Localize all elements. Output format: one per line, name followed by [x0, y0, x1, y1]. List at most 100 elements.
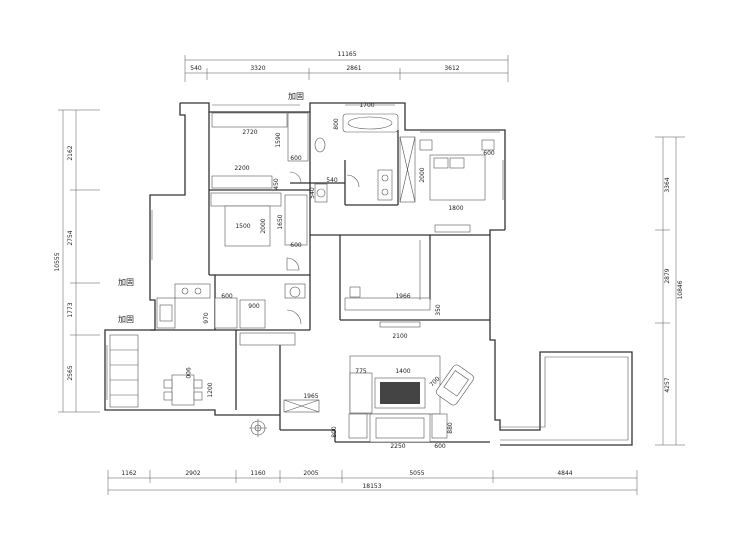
left-dim-1: 2162: [67, 145, 74, 160]
dim-900: 900: [248, 303, 260, 310]
dim-600-d: 600: [434, 443, 446, 450]
entry-plant: [249, 419, 267, 437]
cabinet-middle-right: [284, 194, 308, 246]
dim-1650: 1650: [277, 214, 284, 229]
interior-walls: [150, 112, 490, 415]
left-dim-3: 1773: [67, 302, 74, 317]
fridge: [214, 297, 238, 329]
dim-1200: 1200: [207, 382, 214, 397]
bottom-dimension-chain: 1162 2902 1160 2005 5055 4844 18153: [107, 470, 638, 495]
study-furniture: 1966 350: [344, 240, 442, 316]
sink-counter: [156, 297, 176, 329]
tv-unit: [379, 321, 421, 328]
right-total-dim: 10846: [677, 280, 684, 299]
reinforce-label-mid: 加固: [118, 277, 134, 287]
pillow-2: [449, 157, 465, 169]
left-dim-4: 2565: [67, 365, 74, 380]
wardrobe-mid: [211, 175, 273, 189]
chair-2: [163, 391, 173, 401]
left-total-dim: 10555: [54, 252, 61, 271]
cabinet-top-right: [287, 112, 309, 162]
middle-bedroom-furniture: 1500 2000 1650 600: [210, 192, 308, 271]
dim-600-kitchen: 600: [221, 293, 233, 300]
coffee-table-pattern: [380, 382, 420, 404]
dim-450: 450: [273, 178, 280, 190]
vanity: [377, 169, 393, 201]
bottom-dim-6: 4844: [557, 470, 572, 477]
door-swing-top: [289, 171, 302, 184]
door-swing-bath: [346, 174, 360, 188]
door-swing-middle: [286, 257, 300, 271]
dining-cabinet: [109, 334, 139, 408]
dim-2200: 2200: [234, 165, 249, 172]
bottom-dim-2: 2902: [185, 470, 200, 477]
chair-1: [163, 379, 173, 389]
top-room-furniture: 2720 1590 600 2200 450: [211, 112, 309, 190]
dim-540-v: 540: [309, 187, 316, 199]
nightstand-2: [481, 139, 495, 151]
top-dim-2: 3320: [250, 65, 265, 72]
dim-1500: 1500: [235, 223, 250, 230]
stove-counter: [174, 283, 211, 299]
kitchen-sink: [159, 304, 173, 322]
top-total-dim: 11165: [337, 51, 356, 58]
sink-2: [381, 188, 389, 196]
dim-800-a: 800: [333, 118, 340, 130]
master-bedroom-furniture: 1800 2000 600: [399, 136, 495, 233]
bed-middle: [224, 205, 271, 247]
right-dim-1: 3364: [664, 177, 671, 192]
wardrobe-top: [211, 112, 288, 128]
dim-350: 350: [435, 304, 442, 316]
top-dim-4: 3612: [444, 65, 459, 72]
study-desk: [344, 297, 431, 311]
tv-cabinet: [369, 413, 431, 443]
dim-775: 775: [355, 368, 367, 375]
dim-600-b: 600: [290, 242, 302, 249]
right-dimension-chain: 3364 2879 4257 10846: [655, 136, 685, 446]
left-dim-2: 2754: [67, 230, 74, 245]
laundry-cabinet: [239, 299, 266, 329]
door-swing-kitchen: [286, 309, 302, 325]
dim-600-a: 600: [290, 155, 302, 162]
wardrobe-middle: [210, 192, 282, 207]
toilet-2: [289, 286, 301, 298]
dim-880: 880: [447, 422, 454, 434]
washer: [314, 183, 328, 203]
sink-1: [381, 174, 389, 182]
dim-1965: 1965: [303, 393, 318, 400]
lounge-chair: [436, 364, 474, 406]
sideboard: [239, 332, 296, 346]
dim-2250: 2250: [390, 443, 405, 450]
dim-900-b: 900: [184, 367, 191, 379]
dim-1800: 1800: [448, 205, 463, 212]
armchair: [349, 372, 373, 414]
top-dimension-chain: 11165 540 3320 2861 3612: [184, 51, 509, 82]
dining-table: [171, 374, 195, 406]
bathtub: [342, 113, 399, 133]
top-dim-1: 540: [190, 65, 202, 72]
bathtub-basin: [347, 116, 393, 130]
dim-1966: 1966: [395, 293, 410, 300]
reinforce-label-low: 加固: [118, 314, 134, 324]
tv-cabinet-inner: [375, 417, 425, 439]
bottom-total-dim: 18153: [362, 483, 381, 490]
dim-2000: 2000: [260, 218, 267, 233]
side-cabinet-left: [348, 413, 368, 439]
dim-600-c: 600: [483, 150, 495, 157]
left-dimension-chain: 2162 2754 1773 2565 10555: [54, 109, 100, 413]
dim-1700: 1700: [359, 102, 374, 109]
dim-970: 970: [203, 312, 210, 324]
entry-furniture: 1965: [249, 393, 320, 437]
dim-2000-b: 2000: [419, 167, 426, 182]
balcony: [500, 356, 629, 441]
side-cabinet-right: [431, 413, 448, 439]
burner-1: [181, 287, 189, 295]
bathroom-furniture: 1700 800 540 540: [289, 102, 399, 203]
washer-drum: [316, 188, 326, 198]
study-chair: [349, 286, 361, 298]
pillow-1: [433, 157, 449, 169]
dim-1590: 1590: [275, 132, 282, 147]
chair-3: [193, 379, 203, 389]
dim-800-b: 800: [331, 426, 338, 438]
